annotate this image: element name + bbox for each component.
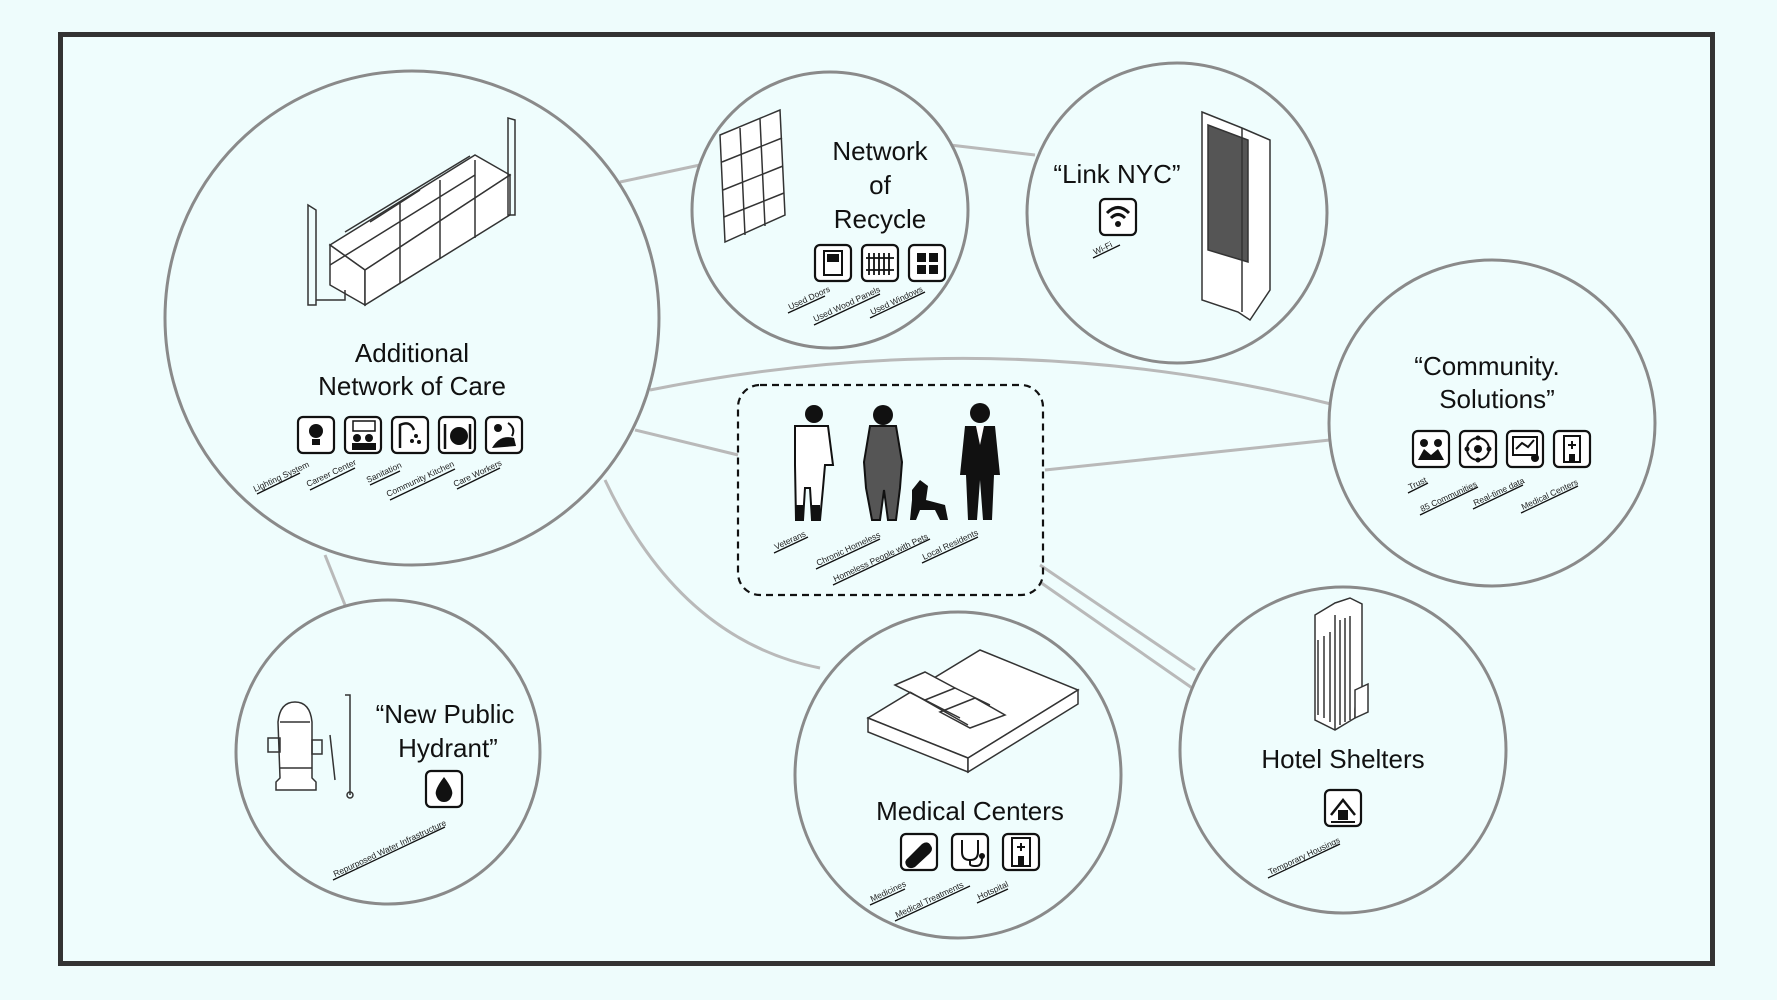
used-windows-icon bbox=[907, 243, 947, 283]
connector-lines bbox=[323, 143, 1336, 692]
community-icons bbox=[1411, 429, 1592, 469]
node-link-nyc: “Link NYC” Wi-Fi bbox=[1025, 61, 1329, 365]
recycle-icons bbox=[813, 243, 947, 283]
recycle-window-drawing bbox=[719, 108, 786, 244]
node-community-solutions: “Community. Solutions” Trust 85 Communit… bbox=[1327, 258, 1657, 588]
care-title-line1: Additional bbox=[355, 338, 469, 368]
kiosk-drawing bbox=[1201, 110, 1271, 322]
trust-icon bbox=[1411, 429, 1451, 469]
hospital-icon bbox=[1001, 832, 1041, 872]
hotel-tower-drawing bbox=[1314, 597, 1369, 731]
homeless-figure bbox=[862, 405, 904, 521]
node-medical-centers: Medical Centers Medicines Medical Treatm… bbox=[793, 610, 1123, 940]
recycle-title-line2: of bbox=[869, 170, 891, 200]
lightbulb-icon bbox=[296, 415, 336, 455]
realtime-data-icon bbox=[1505, 429, 1545, 469]
communities-icon bbox=[1458, 429, 1498, 469]
hub-people: Veterans Chronic Homeless Homeless Peopl… bbox=[736, 383, 1045, 597]
resident-figure bbox=[960, 403, 1000, 520]
recycle-title-line3: Recycle bbox=[834, 204, 926, 234]
hub-label-4: Local Residents bbox=[921, 527, 980, 562]
hub-labels: Veterans Chronic Homeless Homeless Peopl… bbox=[773, 527, 980, 586]
medical-title: Medical Centers bbox=[876, 796, 1064, 826]
care-shelter-drawing bbox=[307, 117, 516, 307]
medical-center-icon bbox=[1552, 429, 1592, 469]
dog-figure bbox=[910, 480, 948, 520]
wifi-icon bbox=[1098, 197, 1138, 237]
linknyc-title: “Link NYC” bbox=[1053, 159, 1180, 189]
career-center-icon bbox=[343, 415, 383, 455]
care-workers-icon bbox=[484, 415, 524, 455]
used-doors-icon bbox=[813, 243, 853, 283]
node-hotel-shelters: Hotel Shelters Temporary Housings bbox=[1178, 585, 1508, 915]
care-title-line2: Network of Care bbox=[318, 371, 506, 401]
care-icons bbox=[296, 415, 524, 455]
community-title-line2: Solutions” bbox=[1439, 384, 1555, 414]
wood-panels-icon bbox=[860, 243, 900, 283]
recycle-title-line1: Network bbox=[832, 136, 928, 166]
veteran-figure bbox=[794, 405, 835, 521]
hydrant-title-line1: “New Public bbox=[376, 699, 515, 729]
sanitation-icon bbox=[390, 415, 430, 455]
hydrant-title-line2: Hydrant” bbox=[398, 733, 498, 763]
medical-building-drawing bbox=[866, 649, 1080, 774]
stethoscope-icon bbox=[950, 832, 990, 872]
hotel-title: Hotel Shelters bbox=[1261, 744, 1424, 774]
medicines-icon bbox=[899, 832, 939, 872]
node-network-of-recycle: Network of Recycle Used Doors Used Wood … bbox=[690, 70, 970, 350]
node-new-public-hydrant: “New Public Hydrant” Repurposed Water In… bbox=[234, 598, 542, 906]
node-network-of-care: Additional Network of Care Lighting Syst… bbox=[163, 69, 661, 567]
community-title-line1: “Community. bbox=[1414, 351, 1559, 381]
community-kitchen-icon bbox=[437, 415, 477, 455]
water-drop-icon bbox=[424, 769, 464, 809]
hydrant-drawing bbox=[267, 694, 354, 799]
temporary-housing-icon bbox=[1323, 788, 1363, 828]
medical-icons bbox=[899, 832, 1041, 872]
